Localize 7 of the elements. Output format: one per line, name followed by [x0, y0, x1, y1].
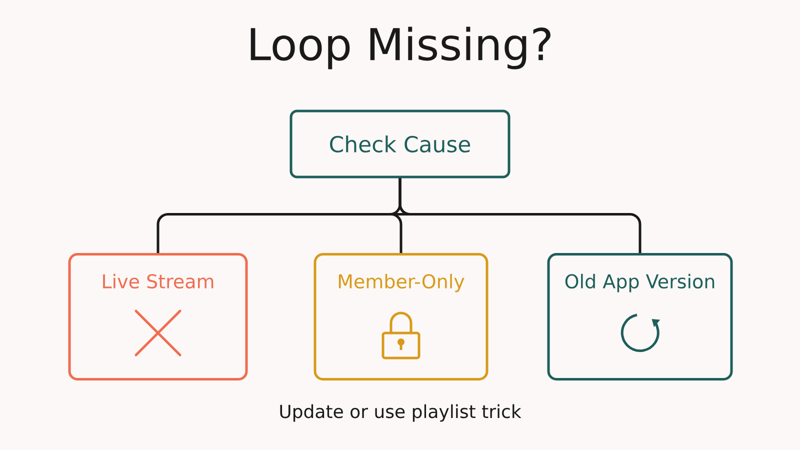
title: Loop Missing?: [250, 26, 550, 70]
cause-box: Check Cause: [290, 110, 510, 178]
connector-line: [398, 178, 642, 253]
category-box: Old App Version: [547, 253, 733, 380]
caption: Update or use playlist trick: [280, 404, 522, 422]
category-box: Member-Only: [314, 253, 488, 380]
category-box: Live Stream: [68, 253, 248, 380]
